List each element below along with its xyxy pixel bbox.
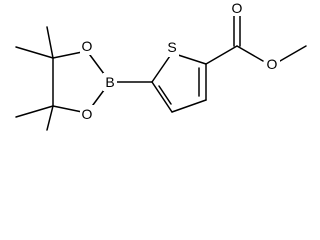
bond-c-o-ester [236,45,264,62]
bond-c4-c5 [151,81,173,113]
sulfur-label: S [167,39,176,55]
bond-c5-s [151,52,173,83]
ring-oxygen-upper-label: O [82,38,93,54]
methyl-ester [205,14,307,65]
ester-oxygen-label: O [267,56,278,72]
methyl-lower-bottom [46,105,54,131]
bond-c2-carbonyl-c [205,45,238,65]
methyl-upper-left [15,46,54,59]
methyl-upper-top [46,26,54,59]
chemical-structure: S B O O O O [15,0,307,131]
atom-labels: S B O O O O [80,0,280,123]
methyl-lower-left [15,105,54,118]
ring-oxygen-lower-label: O [82,106,93,122]
thiophene-ring [151,52,207,113]
bond-c3-c4 [171,99,207,113]
bond-c4-c5-double [158,85,172,105]
carbonyl-oxygen-label: O [232,0,243,16]
dioxaborolane-ring [52,50,111,114]
methyl-groups [15,26,54,131]
boron-label: B [105,74,114,90]
bond-o-methyl [279,45,307,62]
